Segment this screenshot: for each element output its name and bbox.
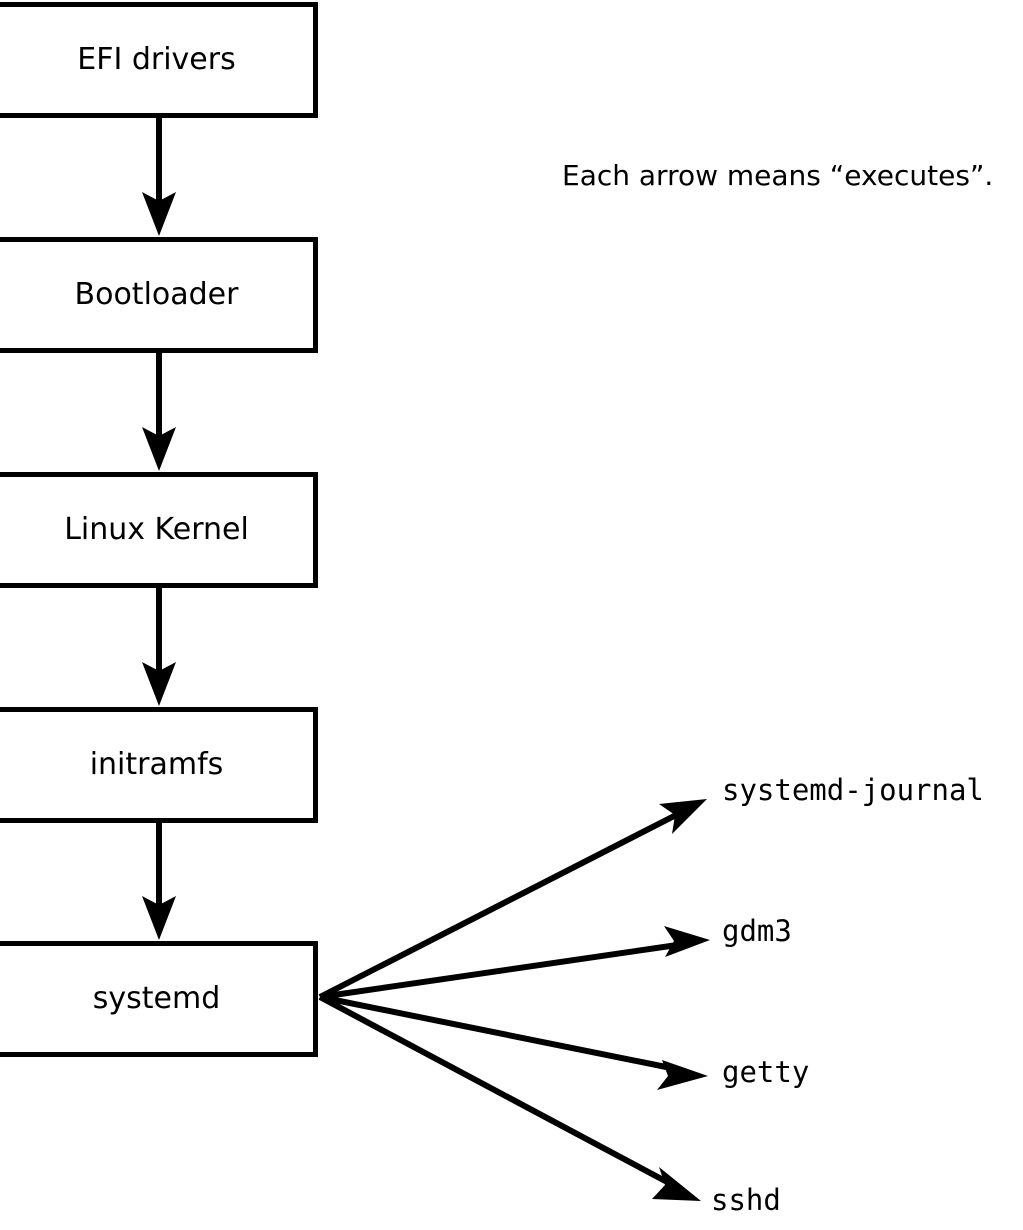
node-bootloader[interactable]: Bootloader	[0, 237, 318, 353]
node-systemd[interactable]: systemd	[0, 941, 318, 1057]
service-label-systemd-journal[interactable]: systemd-journal	[722, 773, 984, 807]
service-label-gdm3[interactable]: gdm3	[722, 914, 792, 948]
service-label-sshd[interactable]: sshd	[711, 1183, 781, 1217]
edge-systemd-to-gdm3	[319, 926, 710, 1000]
edge-initramfs-to-systemd	[142, 822, 176, 940]
node-bootloader-label: Bootloader	[74, 277, 239, 312]
legend-annotation: Each arrow means “executes”.	[562, 159, 994, 192]
node-systemd-label: systemd	[92, 981, 221, 1016]
node-linux-kernel[interactable]: Linux Kernel	[0, 472, 318, 588]
edge-kernel-to-initramfs	[142, 588, 176, 706]
edge-systemd-to-sshd	[318, 994, 701, 1201]
edge-efi-to-bootloader	[142, 118, 176, 236]
node-linux-kernel-label: Linux Kernel	[64, 512, 249, 547]
node-initramfs[interactable]: initramfs	[0, 707, 318, 823]
service-label-getty[interactable]: getty	[722, 1055, 810, 1089]
edge-bootloader-to-kernel	[142, 353, 176, 471]
node-efi-drivers[interactable]: EFI drivers	[0, 2, 318, 118]
edge-systemd-to-getty	[319, 994, 708, 1090]
node-initramfs-label: initramfs	[89, 747, 224, 782]
node-efi-drivers-label: EFI drivers	[77, 42, 236, 77]
edge-systemd-to-systemd-journal	[318, 799, 707, 1000]
